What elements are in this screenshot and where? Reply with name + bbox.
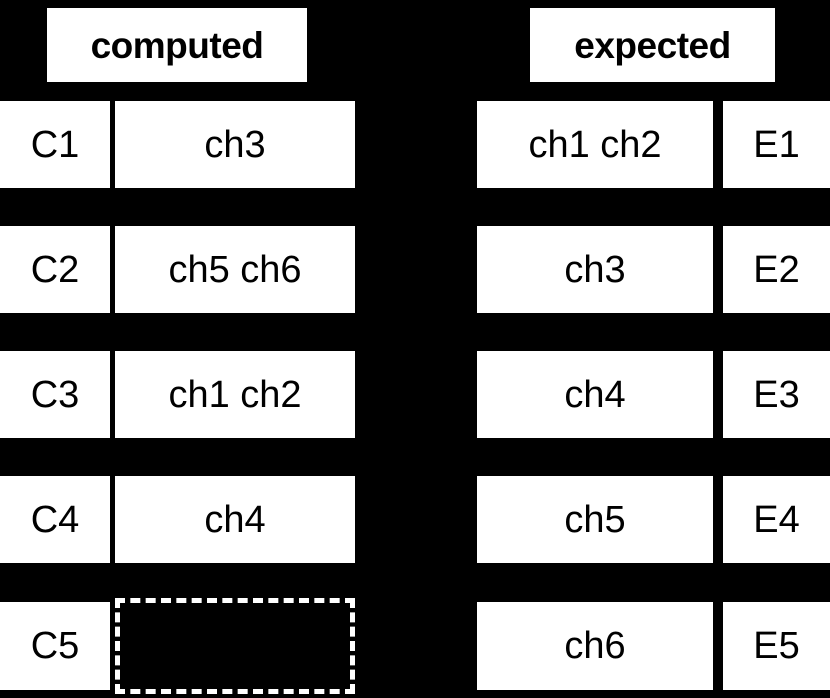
- column-header-expected: expected: [530, 8, 775, 82]
- expected-row-value-1: ch3: [477, 226, 713, 313]
- expected-row-value-4: ch6: [477, 602, 713, 690]
- expected-row-label-4: E5: [723, 602, 830, 690]
- column-header-computed: computed: [47, 8, 307, 82]
- expected-row-value-0: ch1 ch2: [477, 101, 713, 188]
- expected-row-label-1: E2: [723, 226, 830, 313]
- computed-row-label-3: C4: [0, 476, 110, 563]
- expected-row-value-3: ch5: [477, 476, 713, 563]
- computed-row-label-4: C5: [0, 602, 110, 690]
- computed-row-label-1: C2: [0, 226, 110, 313]
- computed-row-label-2: C3: [0, 351, 110, 438]
- computed-row-value-4-empty-placeholder: [115, 598, 355, 694]
- computed-row-value-0: ch3: [115, 101, 355, 188]
- expected-row-value-2: ch4: [477, 351, 713, 438]
- computed-row-value-1: ch5 ch6: [115, 226, 355, 313]
- expected-row-label-0: E1: [723, 101, 830, 188]
- computed-row-label-0: C1: [0, 101, 110, 188]
- expected-row-label-2: E3: [723, 351, 830, 438]
- computed-row-value-3: ch4: [115, 476, 355, 563]
- expected-row-label-3: E4: [723, 476, 830, 563]
- computed-row-value-2: ch1 ch2: [115, 351, 355, 438]
